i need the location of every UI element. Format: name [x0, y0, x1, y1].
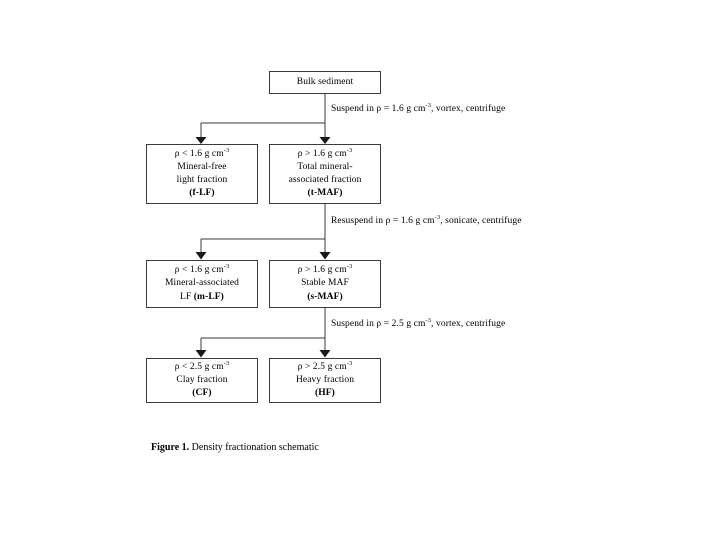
node-density-line: ρ < 2.5 g cm-3: [174, 359, 230, 372]
node-label: Bulk sediment: [296, 76, 354, 87]
node-label: Stable MAF: [301, 278, 349, 289]
node-bulk-sediment: Bulk sediment: [269, 71, 381, 94]
arrowhead-to-m-lf: [195, 252, 207, 260]
node-f-lf: ρ < 1.6 g cm-3 Mineral-free light fracti…: [146, 144, 258, 204]
node-label: Clay fraction: [176, 374, 228, 385]
node-code: (s-MAF): [307, 291, 343, 302]
node-density-line: ρ < 1.6 g cm-3: [174, 146, 230, 159]
node-code: LF (m-LF): [180, 291, 224, 302]
node-code: (CF): [192, 388, 212, 399]
node-code: (f-LF): [189, 188, 215, 199]
node-label: Total mineral-: [297, 161, 353, 172]
arrowhead-to-hf: [319, 350, 331, 358]
node-density-line: ρ > 1.6 g cm-3: [297, 146, 353, 159]
arrowhead-to-f-lf: [195, 137, 207, 144]
caption-lead: Figure 1.: [151, 442, 190, 453]
node-density-line: ρ > 1.6 g cm-3: [297, 263, 353, 276]
node-t-maf: ρ > 1.6 g cm-3 Total mineral- associated…: [269, 144, 381, 204]
node-hf: ρ > 2.5 g cm-3 Heavy fraction (HF): [269, 358, 381, 403]
node-label: Heavy fraction: [295, 374, 355, 385]
node-code: (t-MAF): [307, 188, 343, 199]
node-label: associated fraction: [288, 175, 362, 185]
node-density-line: ρ > 2.5 g cm-3: [297, 359, 353, 372]
step-label-1: Suspend in ρ = 1.6 g cm-3, vortex, centr…: [331, 101, 506, 114]
step-label-3: Suspend in ρ = 2.5 g cm-3, vortex, centr…: [331, 316, 506, 329]
figure-caption: Figure 1. Density fractionation schemati…: [151, 441, 319, 454]
arrowhead-to-s-maf: [319, 252, 331, 260]
node-m-lf: ρ < 1.6 g cm-3 Mineral-associated LF (m-…: [146, 260, 258, 308]
node-label: Mineral-free: [177, 161, 227, 172]
step-label-2: Resuspend in ρ = 1.6 g cm-3, sonicate, c…: [331, 213, 522, 226]
node-label: light fraction: [176, 175, 228, 185]
node-density-line: ρ < 1.6 g cm-3: [174, 263, 230, 276]
arrowhead-to-t-maf: [319, 137, 331, 144]
node-code: (HF): [315, 388, 335, 399]
node-cf: ρ < 2.5 g cm-3 Clay fraction (CF): [146, 358, 258, 403]
node-s-maf: ρ > 1.6 g cm-3 Stable MAF (s-MAF): [269, 260, 381, 308]
node-label: Mineral-associated: [164, 278, 240, 289]
arrowhead-to-cf: [195, 350, 207, 358]
caption-text: Density fractionation schematic: [189, 442, 319, 453]
